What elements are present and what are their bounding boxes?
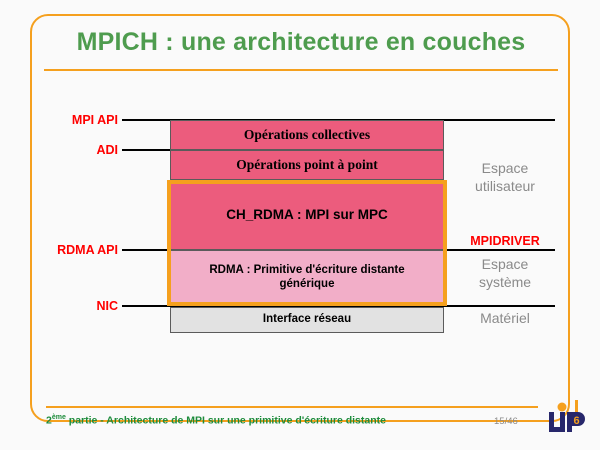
- footer-section-rest: partie - Architecture de MPI sur une pri…: [65, 414, 386, 427]
- right-label-espace-utilisateur: Espace utilisateur: [475, 160, 535, 194]
- divider-line-nic: [122, 305, 555, 307]
- layer-box-rdma-primitive: RDMA : Primitive d'écriture distante gén…: [170, 250, 444, 305]
- layer-box-ch-rdma: CH_RDMA : MPI sur MPC: [170, 180, 444, 250]
- page-title: MPICH : une architecture en couches: [76, 28, 526, 56]
- right-label-materiel: Matériel: [480, 310, 530, 326]
- left-label-mpi-api: MPI API: [71, 113, 118, 127]
- layer-box-point-a-point: Opérations point à point: [170, 150, 444, 180]
- left-label-adi: ADI: [96, 143, 118, 157]
- left-label-nic: NIC: [96, 299, 118, 313]
- lip6-logo-icon: 6: [549, 400, 585, 432]
- right-label-espace-systeme: Espace système: [478, 256, 532, 290]
- footer-section-prefix: 2: [46, 414, 52, 427]
- lip6-logo-number: 6: [573, 415, 579, 427]
- footer-section-ordinal: ème: [51, 414, 66, 421]
- title-divider: [44, 69, 558, 71]
- right-label-mpidriver: MPIDRIVER: [470, 234, 540, 248]
- left-label-rdma-api: RDMA API: [57, 243, 118, 257]
- footer-section-label: 2ème partie - Architecture de MPI sur un…: [46, 414, 386, 427]
- layer-box-interface-reseau: Interface réseau: [170, 307, 444, 333]
- footer-divider: [46, 406, 538, 408]
- page-number: 15/46: [494, 416, 518, 427]
- layer-box-collectives: Opérations collectives: [170, 120, 444, 150]
